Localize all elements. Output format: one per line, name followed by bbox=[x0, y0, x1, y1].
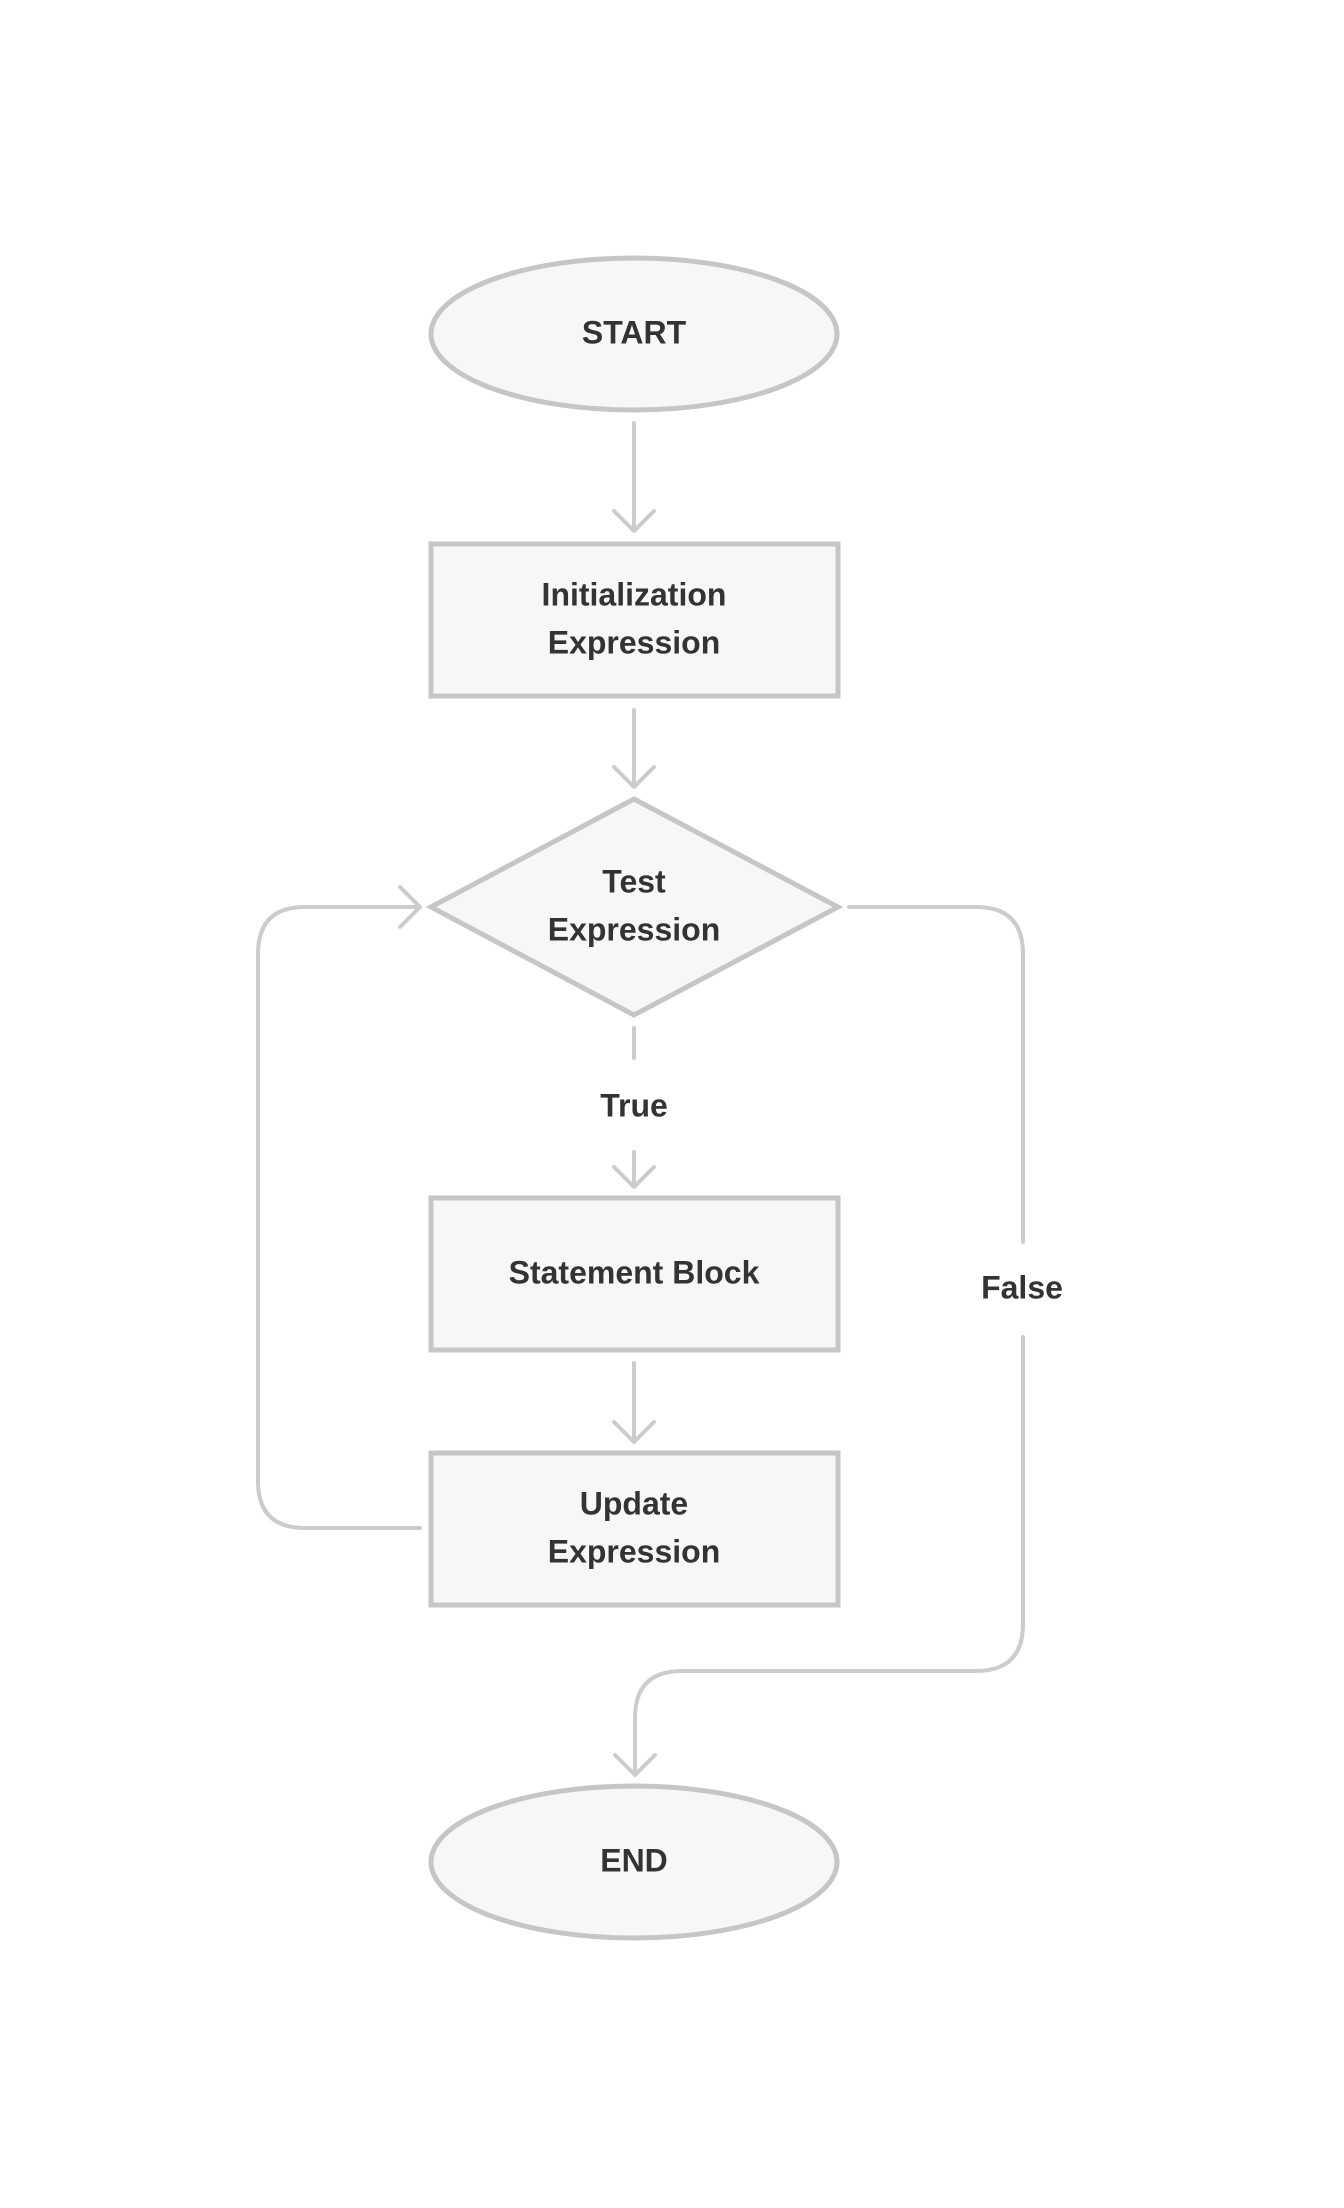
update-label-line2: Expression bbox=[548, 1533, 721, 1569]
edge-test-to-statement: True bbox=[600, 1026, 668, 1189]
edge-update-loop-to-test bbox=[256, 885, 422, 1530]
end-label: END bbox=[600, 1842, 668, 1878]
arrowhead-icon bbox=[612, 1420, 656, 1444]
init-label-line2: Expression bbox=[548, 624, 721, 660]
update-node: Update Expression bbox=[428, 1450, 841, 1608]
end-node: END bbox=[428, 1783, 840, 1941]
edge-start-to-init bbox=[612, 421, 656, 533]
true-label: True bbox=[600, 1087, 668, 1123]
edge-statement-to-update bbox=[612, 1361, 656, 1444]
init-node: Initialization Expression bbox=[428, 541, 841, 699]
arrowhead-icon bbox=[613, 1753, 657, 1777]
start-label: START bbox=[582, 314, 687, 350]
arrowhead-icon bbox=[612, 765, 656, 789]
arrowhead-icon bbox=[612, 1165, 656, 1189]
test-label-line1: Test bbox=[602, 863, 666, 899]
arrowhead-icon bbox=[612, 509, 656, 533]
update-label-line1: Update bbox=[580, 1485, 688, 1521]
start-node: START bbox=[428, 255, 840, 413]
test-label-line2: Expression bbox=[548, 911, 721, 947]
test-node: Test Expression bbox=[425, 796, 844, 1018]
init-label-line1: Initialization bbox=[542, 576, 727, 612]
false-label: False bbox=[981, 1269, 1063, 1305]
statement-node: Statement Block bbox=[428, 1195, 841, 1353]
arrowhead-icon bbox=[398, 885, 422, 929]
edge-init-to-test bbox=[612, 708, 656, 789]
statement-label: Statement Block bbox=[509, 1254, 760, 1290]
edge-test-to-end: False bbox=[613, 905, 1063, 1777]
